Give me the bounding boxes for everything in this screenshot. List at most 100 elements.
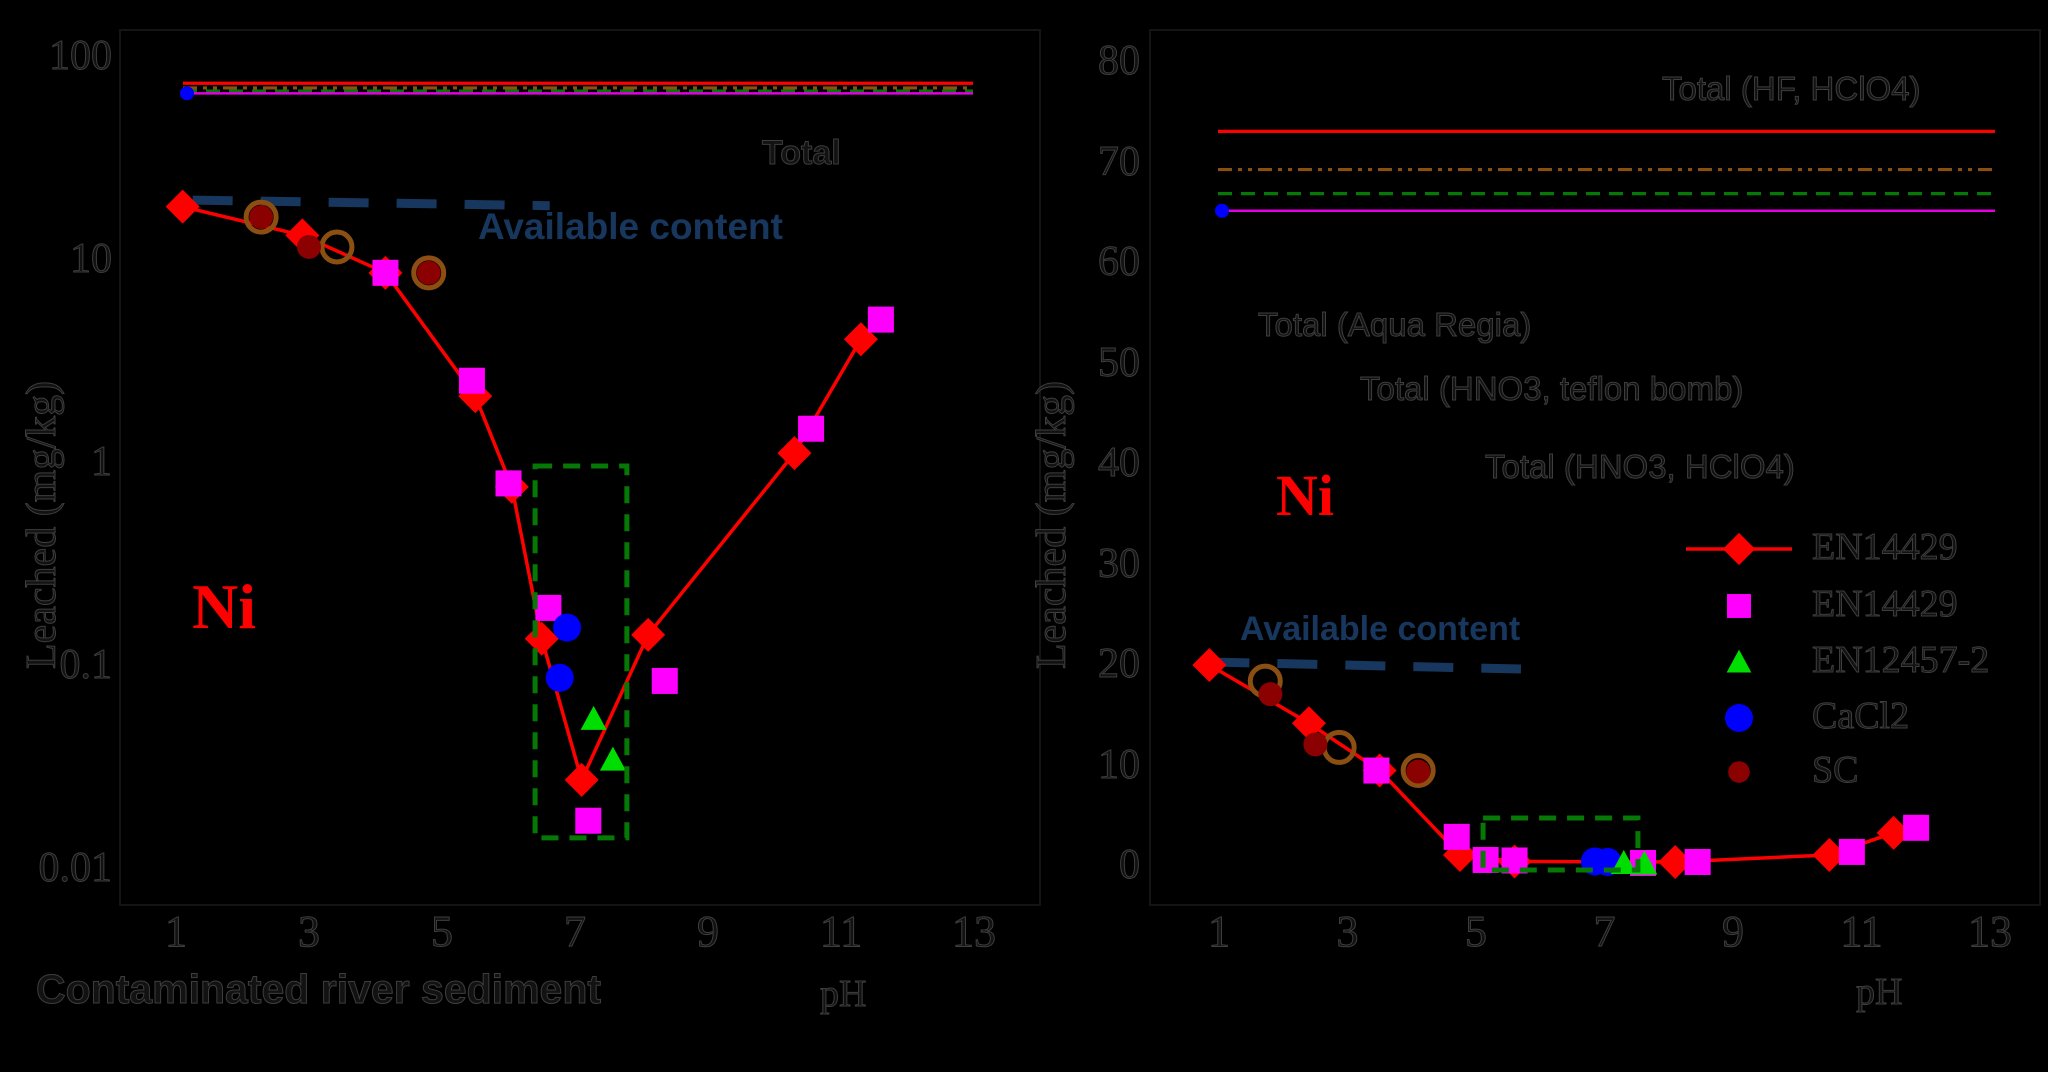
sample-title: Contaminated river sediment (35, 966, 602, 1013)
left-element-label-ni: Ni (192, 571, 256, 642)
x-tick-label: 7 (564, 907, 587, 957)
square-marker (458, 367, 485, 394)
x-tick-label: 11 (1840, 907, 1883, 957)
square-marker (1903, 814, 1930, 841)
total-line-label-hno3-teflon: Total (HNO3, teflon bomb) (1359, 370, 1744, 408)
highlight-box (532, 463, 630, 841)
x-tick-label: 11 (819, 907, 863, 957)
y-tick-label: 70 (1098, 138, 1141, 185)
dot-marker (1303, 732, 1328, 757)
y-tick-label: 60 (1098, 239, 1141, 286)
total-line-start-dot (1215, 203, 1229, 218)
y-tick-label: 40 (1098, 440, 1141, 487)
square-marker (798, 415, 825, 442)
diamond-marker (1192, 648, 1227, 683)
x-tick-label: 9 (1722, 907, 1745, 957)
right-x-axis-label: pH (1855, 971, 1903, 1014)
ring-marker (319, 229, 355, 265)
left-x-axis-label: pH (819, 973, 867, 1016)
diamond-marker (777, 436, 812, 471)
square-marker (575, 807, 602, 834)
ring-marker (1321, 729, 1357, 765)
total-line-start-dot (180, 86, 194, 101)
x-tick-label: 1 (1208, 907, 1231, 957)
diamond-marker (1876, 815, 1911, 850)
square-marker (1727, 594, 1751, 618)
legend-label: CaCl2 (1811, 695, 1910, 738)
x-tick-label: 9 (697, 907, 720, 957)
x-tick-label: 5 (431, 907, 454, 957)
circle-marker (545, 663, 574, 692)
diamond-marker (631, 617, 666, 652)
total-line-label-hf-hclo4: Total (HF, HClO4) (1662, 70, 1922, 108)
circle-marker (1725, 704, 1753, 732)
diamond-marker (1658, 844, 1693, 879)
total-line-label-aqua-regia: Total (Aqua Regia) (1257, 306, 1532, 344)
diamond-marker (1291, 706, 1326, 741)
legend-label: EN14429 (1812, 526, 1959, 569)
dot-marker (1406, 759, 1431, 784)
series-line (182, 204, 863, 785)
y-tick-label: 30 (1098, 540, 1141, 587)
x-tick-label: 1 (165, 907, 188, 957)
x-tick-label: 7 (1593, 907, 1616, 957)
square-marker (1363, 757, 1390, 784)
y-tick-label: 0.01 (38, 844, 113, 891)
y-tick-label: 0.1 (59, 641, 113, 688)
y-tick-label: 20 (1098, 641, 1141, 688)
square-marker (1684, 848, 1711, 875)
right-element-label-ni: Ni (1276, 463, 1334, 528)
square-marker (495, 470, 522, 497)
legend-label: EN14429 (1812, 583, 1959, 626)
x-tick-label: 3 (298, 907, 321, 957)
square-marker (1838, 838, 1865, 865)
x-tick-label: 5 (1465, 907, 1488, 957)
triangle-marker (1726, 649, 1752, 673)
series-line (1208, 663, 1895, 864)
left-available-content-label: Available content (478, 206, 783, 247)
y-tick-label: 10 (1098, 741, 1141, 788)
y-tick-label: 10 (70, 235, 113, 282)
dot-marker (416, 260, 441, 285)
square-marker (867, 306, 894, 333)
x-tick-label: 13 (1968, 907, 2013, 957)
y-tick-label: 50 (1098, 339, 1141, 386)
total-line-label-hno3-hclo4: Total (HNO3, HClO4) (1485, 448, 1796, 486)
available-content-line (1209, 657, 1522, 674)
triangle-marker (599, 746, 626, 771)
triangle-marker (580, 705, 607, 730)
axis-frame (119, 29, 1041, 906)
ring-marker (1400, 753, 1436, 789)
square-marker (372, 259, 399, 286)
right-available-content-label: Available content (1240, 610, 1521, 648)
square-marker (1443, 823, 1470, 850)
y-tick-label: 0 (1119, 842, 1141, 889)
x-tick-label: 3 (1336, 907, 1359, 957)
dot-marker (297, 234, 321, 259)
legend-label: SC (1811, 749, 1859, 792)
dot-marker (1728, 761, 1750, 783)
highlight-box (1480, 815, 1641, 873)
ring-marker (243, 199, 279, 235)
diamond-marker (1812, 837, 1847, 872)
available-content-line (192, 195, 550, 211)
dot-marker (249, 205, 274, 230)
y-tick-label: 1 (91, 438, 113, 485)
left-total-annotation: Total (762, 134, 842, 173)
diamond-marker (165, 189, 200, 224)
diamond-marker (1722, 532, 1756, 566)
axis-frame (1149, 29, 2041, 906)
circle-marker (553, 613, 582, 642)
square-marker (651, 667, 678, 694)
legend-label: EN12457-2 (1811, 639, 1990, 682)
ring-marker (411, 255, 447, 291)
right-y-axis-label: Leached (mg/kg) (1029, 380, 1076, 670)
dot-marker (1258, 682, 1283, 707)
x-tick-label: 13 (952, 907, 997, 957)
square-marker (535, 594, 562, 621)
diamond-marker (564, 762, 599, 797)
left-y-axis-label: Leached (mg/kg) (19, 380, 66, 670)
y-tick-label: 100 (49, 32, 113, 79)
